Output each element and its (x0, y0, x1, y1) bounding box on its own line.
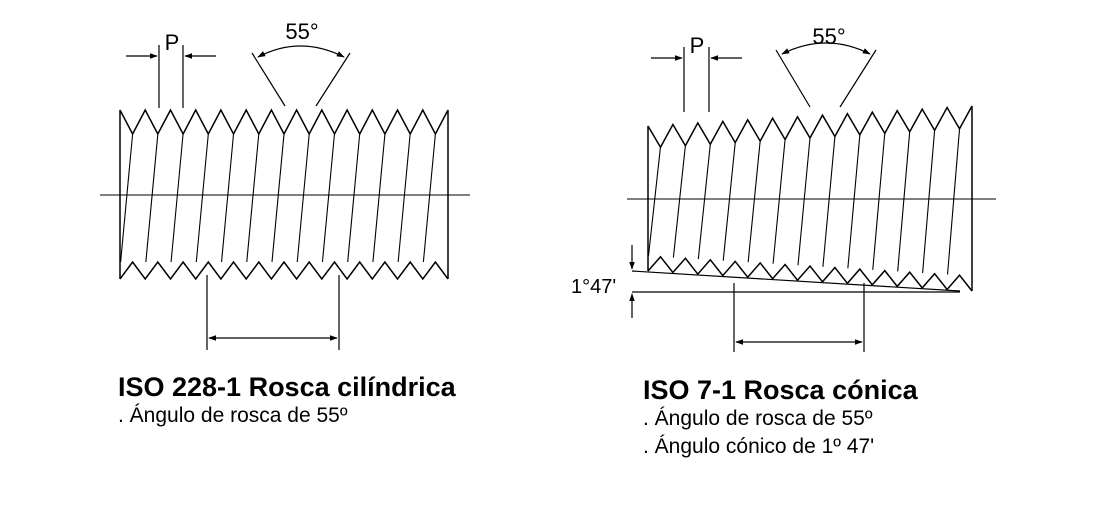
conical-thread-figure: 1°47' P 55° (571, 24, 996, 352)
cylindrical-length-dimension (206, 275, 340, 350)
thread-root-line (119, 260, 449, 281)
thread-helix-line (321, 133, 336, 263)
thread-helix-line (672, 145, 686, 258)
conical-note-taper-angle: . Ángulo cónico de 1º 47' (643, 435, 875, 458)
thread-helix-line (422, 133, 436, 263)
conical-thread-title: ISO 7-1 Rosca cónica (643, 375, 918, 405)
thread-helix-line (220, 133, 235, 263)
thread-helix-line (822, 136, 836, 267)
conical-length-dimension (733, 283, 865, 352)
thread-helix-line (271, 133, 285, 263)
conical-angle-label: 55° (812, 24, 845, 49)
taper-angle-label: 1°47' (571, 276, 616, 298)
thread-helix-line (697, 144, 711, 260)
cylindrical-thread-caption: ISO 228-1 Rosca cilíndrica . Ángulo de r… (118, 372, 456, 430)
thread-helix-line (872, 133, 886, 270)
thread-helix-line (296, 133, 310, 263)
cylindrical-note-thread-angle: . Ángulo de rosca de 55º (118, 404, 348, 427)
cylindrical-thread-profile (119, 108, 449, 281)
thread-helix-line (145, 133, 159, 263)
cylindrical-thread-title: ISO 228-1 Rosca cilíndrica (118, 372, 456, 402)
thread-helix-line (347, 133, 361, 263)
thread-helix-line (647, 147, 662, 257)
thread-helix-line (120, 133, 134, 263)
thread-helix-line (897, 131, 911, 272)
thread-helix-line (722, 142, 736, 261)
thread-helix-line (922, 130, 936, 273)
conical-note-thread-angle: . Ángulo de rosca de 55º (643, 407, 873, 430)
thread-helix-line (747, 141, 761, 263)
thread-crest-line (119, 108, 449, 136)
thread-helix-line (246, 133, 260, 263)
thread-helix-line (397, 133, 411, 263)
thread-helix-line (797, 137, 811, 266)
thread-root-line (647, 255, 973, 292)
conical-pitch-dimension (651, 47, 742, 112)
cylindrical-pitch-dimension (126, 45, 216, 108)
thread-helix-line (946, 128, 961, 275)
conical-pitch-label: P (690, 33, 705, 58)
thread-helix-line (170, 133, 184, 263)
cylindrical-angle-dimension (251, 45, 351, 107)
cylindrical-angle-label: 55° (285, 19, 318, 44)
cylindrical-pitch-label: P (165, 30, 180, 55)
cylindrical-thread-figure: P 55° (100, 19, 470, 350)
thread-helix-line (847, 134, 861, 269)
taper-reference-lines (629, 245, 961, 318)
conical-thread-caption: ISO 7-1 Rosca cónica . Ángulo de rosca d… (643, 375, 918, 461)
conical-thread-profile (647, 105, 973, 292)
thread-helix-line (195, 133, 209, 263)
thread-helix-line (772, 139, 786, 264)
conical-angle-dimension (775, 42, 877, 108)
thread-helix-line (372, 133, 386, 263)
